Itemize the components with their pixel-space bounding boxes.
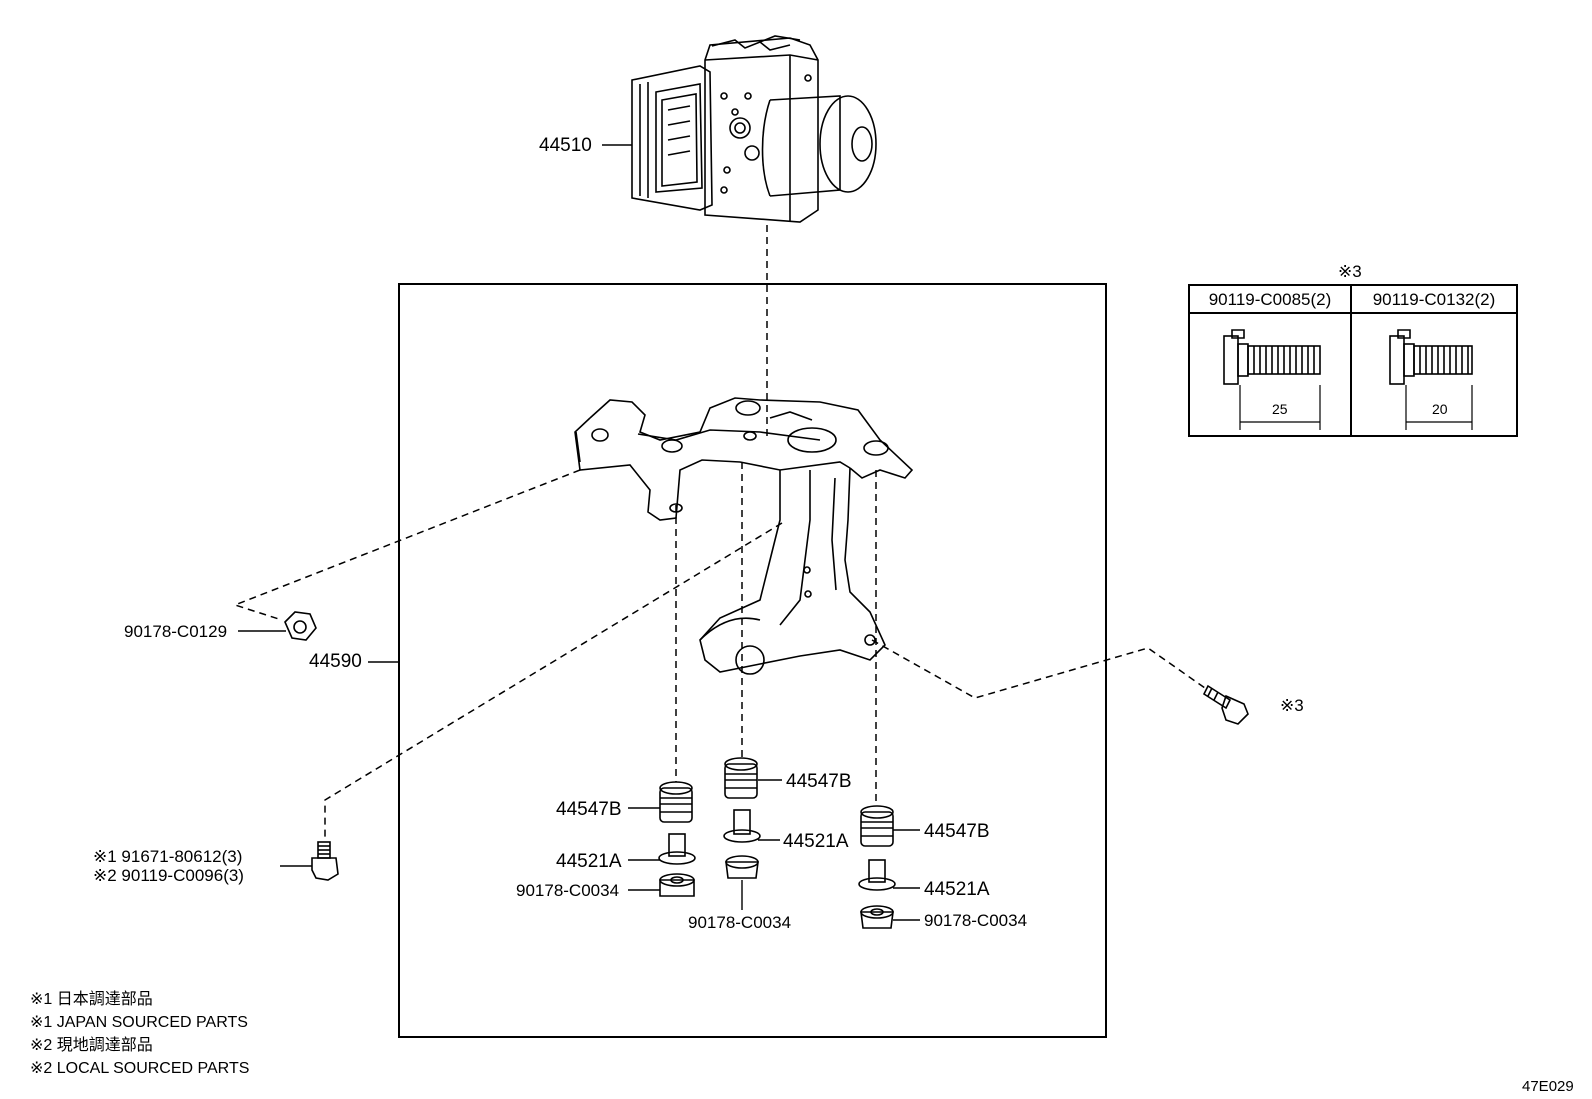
part-label-cushion-left: 44547B bbox=[556, 799, 622, 820]
spec-column-2: 90119-C0132(2) bbox=[1352, 286, 1516, 435]
part-label-cushion-right: 44547B bbox=[924, 821, 990, 842]
bolt-right-drawing bbox=[1202, 684, 1249, 725]
bracket-drawing bbox=[574, 397, 914, 675]
part-label-bolt-1: ※1 91671-80612(3) bbox=[93, 847, 243, 866]
bolt-bottom-left-drawing bbox=[311, 841, 339, 881]
spec-column-2-length: 20 bbox=[1432, 401, 1448, 417]
part-label-collar-right: 44521A bbox=[924, 879, 990, 900]
nut-bottom-mid-drawing bbox=[725, 855, 759, 879]
figure-code: 47E029 bbox=[1522, 1078, 1574, 1095]
spec-table-ref-mark: ※3 bbox=[1338, 262, 1362, 281]
footnote-2-en: ※2 LOCAL SOURCED PARTS bbox=[30, 1060, 250, 1077]
abs-actuator-drawing bbox=[631, 35, 877, 223]
collar-left-drawing bbox=[658, 833, 696, 865]
bolt-spec-table: 90119-C0085(2) 90119-C0132(2) bbox=[1188, 284, 1518, 437]
part-label-nut-left: 90178-C0129 bbox=[124, 622, 228, 641]
part-label-nut-bottom-mid: 90178-C0034 bbox=[688, 913, 792, 932]
spec-column-1-part: 90119-C0085(2) bbox=[1190, 286, 1350, 314]
spec-column-1-length: 25 bbox=[1272, 401, 1288, 417]
part-label-nut-bottom-left: 90178-C0034 bbox=[516, 881, 620, 900]
part-label-bracket: 44590 bbox=[309, 651, 362, 672]
nut-bottom-right-drawing bbox=[860, 905, 894, 929]
footnote-1-en: ※1 JAPAN SOURCED PARTS bbox=[30, 1014, 248, 1031]
part-label-bolt-ref: ※3 bbox=[1280, 696, 1304, 715]
part-label-actuator: 44510 bbox=[539, 135, 592, 156]
spec-column-1: 90119-C0085(2) bbox=[1190, 286, 1352, 435]
part-label-collar-mid: 44521A bbox=[783, 831, 849, 852]
collar-mid-drawing bbox=[723, 809, 761, 843]
part-label-bolt-2: ※2 90119-C0096(3) bbox=[93, 866, 244, 885]
cushion-mid-drawing bbox=[724, 757, 758, 799]
footnote-1-ja: ※1 日本調達部品 bbox=[30, 991, 153, 1008]
spec-column-2-part: 90119-C0132(2) bbox=[1352, 286, 1516, 314]
nut-left-drawing bbox=[284, 611, 317, 641]
part-label-cushion-mid: 44547B bbox=[786, 771, 852, 792]
cushion-right-drawing bbox=[860, 805, 894, 847]
spec-bolt-1-drawing bbox=[1223, 329, 1321, 385]
collar-right-drawing bbox=[858, 859, 896, 891]
part-label-nut-bottom-right: 90178-C0034 bbox=[924, 911, 1028, 930]
footnote-2-ja: ※2 現地調達部品 bbox=[30, 1037, 153, 1054]
bracket-group-frame bbox=[398, 283, 1107, 1038]
spec-bolt-2-drawing bbox=[1389, 329, 1473, 385]
part-label-collar-left: 44521A bbox=[556, 851, 622, 872]
